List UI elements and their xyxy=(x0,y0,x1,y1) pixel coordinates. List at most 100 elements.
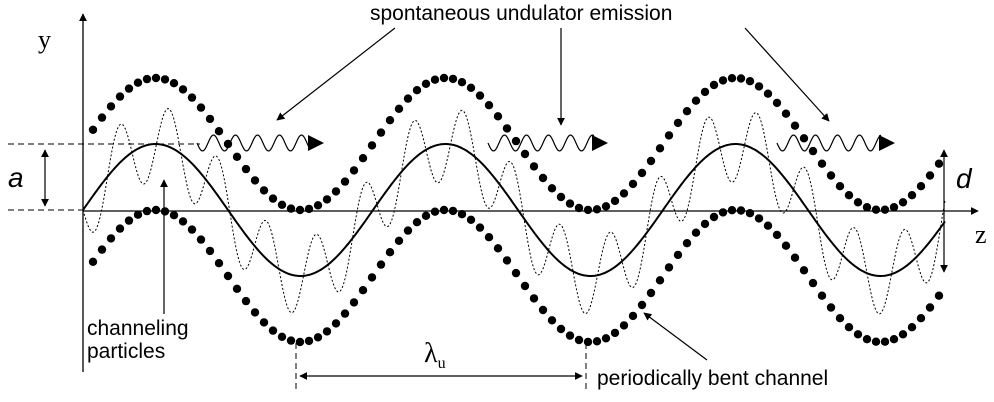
channel-wall-dot xyxy=(799,266,809,275)
channel-wall-dot xyxy=(772,98,782,108)
photon-arrowhead xyxy=(592,135,608,151)
photon-arrowhead xyxy=(308,135,324,151)
channel-wall-dot xyxy=(628,179,638,189)
channel-wall-dot xyxy=(277,332,287,341)
channel-wall-dot xyxy=(331,187,341,196)
channel-wall-dot xyxy=(232,152,242,161)
channel-wall-dot xyxy=(412,218,422,227)
photon-group xyxy=(196,134,895,152)
channel-wall-dot xyxy=(106,234,116,243)
channel-wall-dot xyxy=(655,276,665,285)
channel-wall-dot xyxy=(718,76,728,85)
channel-wall-dot xyxy=(646,156,656,166)
channel-wall-dot xyxy=(322,327,332,336)
channel-wall-dot xyxy=(430,75,440,84)
emission-label: spontaneous undulator emission xyxy=(370,2,672,25)
channel-wall-dot xyxy=(115,224,125,233)
channel-wall-dot xyxy=(133,210,143,219)
channel-wall-dot xyxy=(538,173,548,183)
channel-wall-dot xyxy=(754,214,764,223)
channel-wall-dot xyxy=(781,109,791,118)
channel-wall-dot xyxy=(718,208,728,217)
channel-wall-dot xyxy=(826,171,836,180)
channel-wall-dot xyxy=(799,134,809,143)
channel-wall-dot xyxy=(781,241,791,250)
channel-wall-dot xyxy=(394,104,404,114)
channel-wall-dot xyxy=(466,215,476,224)
channel-wall-dot xyxy=(925,171,935,180)
channel-wall-dot xyxy=(736,206,746,215)
channel-wall-dot xyxy=(637,300,647,310)
channel-wall-dot xyxy=(520,281,530,291)
channel-wall-dot xyxy=(385,116,395,125)
channel-wall-dot xyxy=(862,203,872,212)
channel-wall-dot xyxy=(700,219,710,229)
channel-wall-dot xyxy=(763,89,773,98)
channel-wall-dot xyxy=(691,228,701,237)
channel-wall-dot xyxy=(907,191,917,200)
channel-wall-dot xyxy=(313,333,323,342)
channel-wall-dot xyxy=(934,291,944,300)
channel-wall-dot xyxy=(592,337,602,346)
channel-wall-dot xyxy=(610,196,620,206)
channel-wall-dot xyxy=(619,321,629,330)
channel-wall-dot xyxy=(763,221,773,230)
channel-wall-dot xyxy=(511,136,521,146)
channeling-label-line2: particles xyxy=(87,340,165,363)
channel-wall-dot xyxy=(286,204,296,213)
channel-wall-dot xyxy=(574,335,584,345)
channel-wall-dot xyxy=(637,168,647,178)
channel-wall-dot xyxy=(214,127,224,136)
channel-wall-dot xyxy=(106,102,116,111)
period-subscript: u xyxy=(438,355,446,372)
channel-wall-dot xyxy=(547,184,557,193)
channel-wall-dot xyxy=(745,209,755,218)
channel-wall-dot xyxy=(124,84,134,93)
channel-wall-dot xyxy=(898,330,908,339)
channel-wall-dot xyxy=(772,230,782,240)
channel-wall-dot xyxy=(808,278,818,288)
channel-wall-dot xyxy=(457,210,467,219)
channel-wall-dot xyxy=(403,94,413,103)
channel-wall-dot xyxy=(916,314,926,323)
channel-wall-dot xyxy=(853,330,863,339)
channel-wall-dot xyxy=(790,253,800,262)
channel-wall-dot xyxy=(295,205,305,215)
particle-trajectory xyxy=(82,108,946,315)
channel-wall-dot xyxy=(925,303,935,312)
channel-wall-dot xyxy=(898,198,908,207)
z-axis-label: z xyxy=(975,220,987,249)
channel-wall-dot xyxy=(196,103,206,112)
channel-wall-dot xyxy=(214,259,224,268)
channel-wall-dot xyxy=(853,198,863,207)
channel-wall-dot xyxy=(160,207,170,216)
channel-wall-dot xyxy=(439,73,449,83)
channel-wall-dot xyxy=(565,199,575,208)
channel-wall-dot xyxy=(187,225,197,234)
channel-wall-dot xyxy=(727,206,737,215)
channel-wall-dot xyxy=(448,206,458,216)
channel-wall-dot xyxy=(844,323,854,332)
channel-wall-dot xyxy=(574,203,584,213)
channel-wall-dot xyxy=(871,205,881,214)
channel-wall-dot xyxy=(484,101,494,110)
channel-wall-dot xyxy=(250,176,260,185)
channel-wall-dot xyxy=(304,336,314,346)
channel-wall-dot xyxy=(583,205,593,215)
channel-wall-dot xyxy=(601,334,611,343)
amplitude-label: a xyxy=(8,162,24,193)
channel-wall-dot xyxy=(889,335,899,344)
channel-wall-dot xyxy=(808,146,818,156)
channel-wall-dot xyxy=(835,314,845,323)
photon-arrowhead xyxy=(879,135,895,151)
channel-wall-dot xyxy=(367,273,377,282)
channel-wall-dot xyxy=(475,91,485,100)
channel-wall-dot xyxy=(880,337,890,346)
channel-wall-dot xyxy=(556,324,566,334)
photon-wave xyxy=(487,134,595,152)
channel-wall-dot xyxy=(817,291,827,300)
channel-wall-dot xyxy=(439,205,449,215)
channel-wall-dot xyxy=(592,205,602,214)
width-label: d xyxy=(956,163,973,194)
channel-wall-dot xyxy=(403,226,413,235)
